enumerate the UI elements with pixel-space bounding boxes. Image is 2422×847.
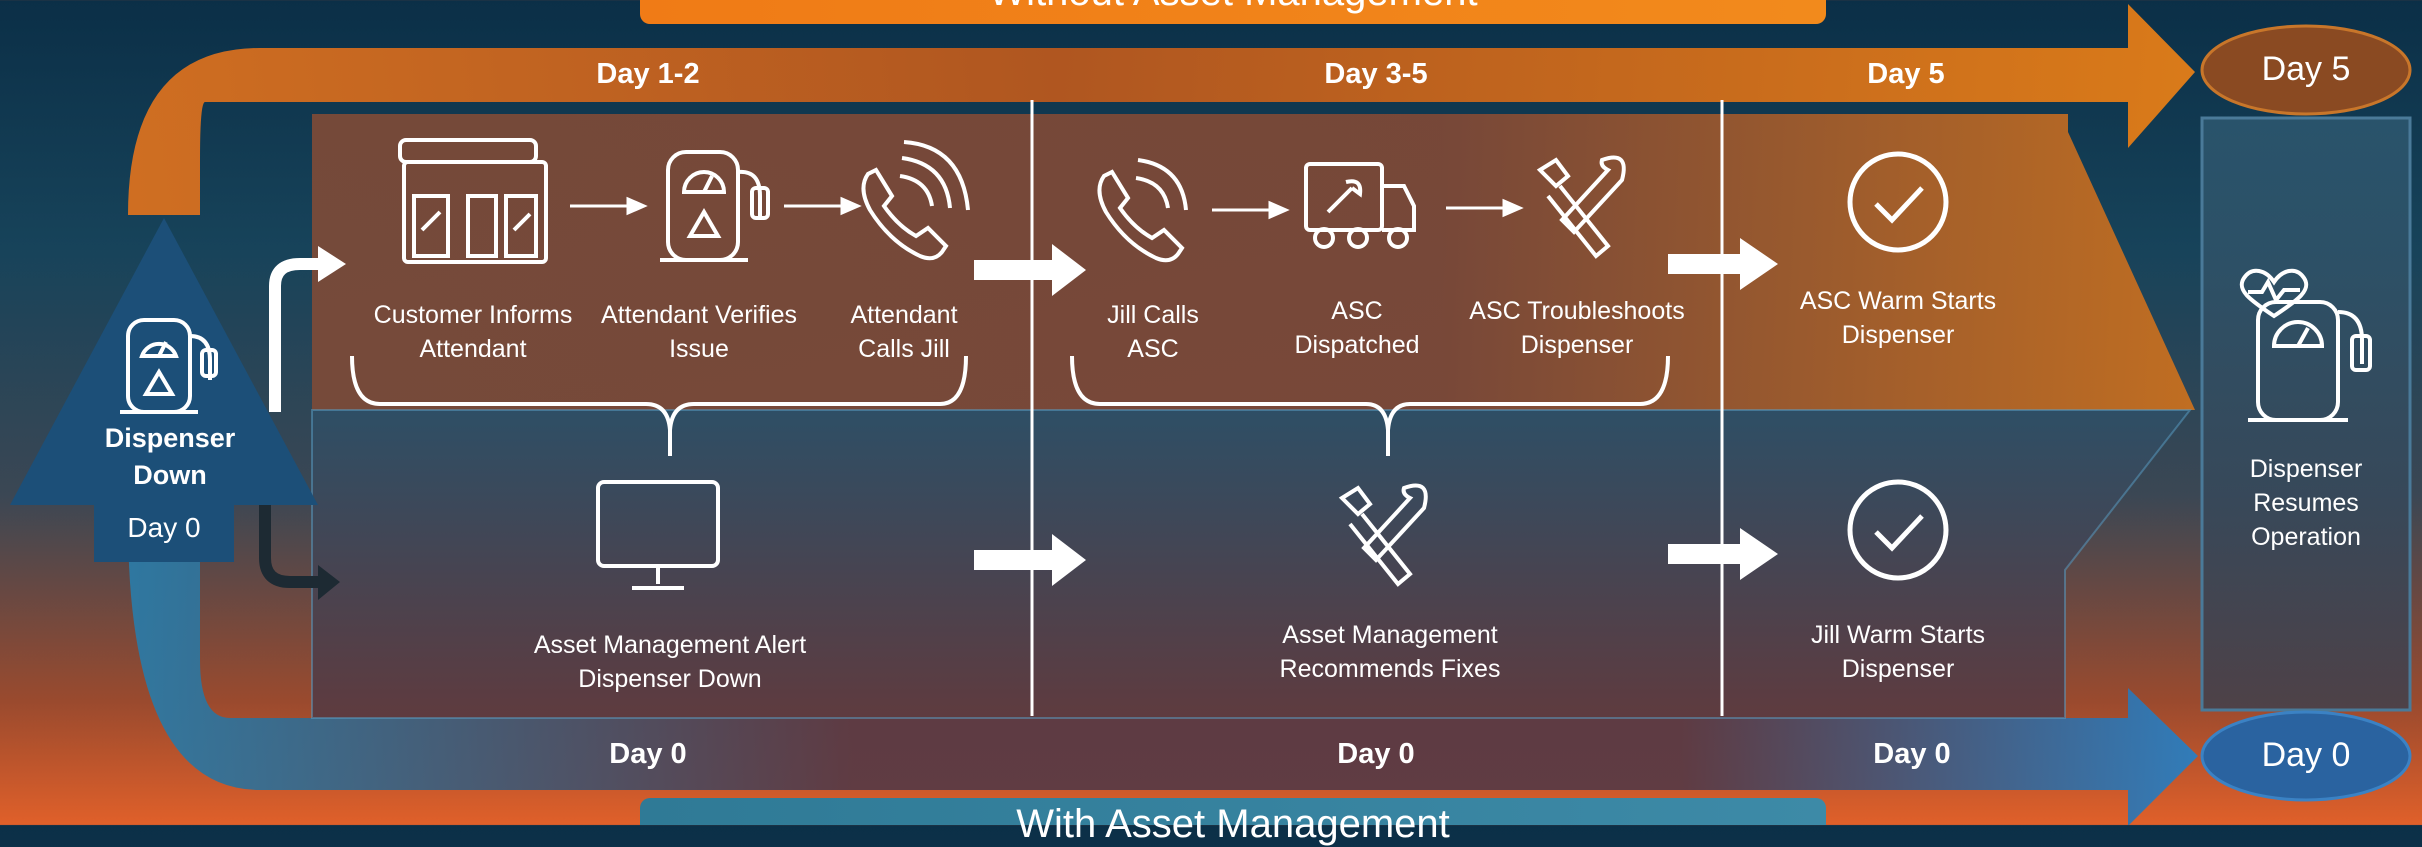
end-badge-bottom [2200, 710, 2412, 802]
top-phase-1-label: Day 1-2 [596, 58, 700, 90]
step-asset-management-recommends-fixes: Asset Management Recommends Fixes [1279, 621, 1501, 683]
step-asc-troubleshoots-dispenser: ASC Troubleshoots Dispenser [1469, 297, 1685, 359]
top-banner-box [640, 0, 1826, 24]
check-circle-icon [1847, 479, 1949, 581]
bottom-phase-1-label: Day 0 [609, 738, 687, 770]
step-asset-management-alert: Asset Management Alert Dispenser Down [533, 631, 807, 693]
step-asc-warm-starts-dispenser: ASC Warm Starts Dispenser [1799, 287, 1997, 349]
bottom-phase-2-label: Day 0 [1337, 738, 1415, 770]
start-day-label: Day 0 [127, 512, 201, 543]
step-jill-calls-asc: Jill Calls ASC [1107, 301, 1199, 363]
branch-arrowhead-bottom [318, 565, 340, 600]
tools-icon [1338, 483, 1428, 587]
bottom-track-arrow [128, 520, 2198, 825]
end-badge-top [2200, 24, 2412, 116]
end-column [2200, 116, 2412, 712]
branch-arrow-bottom [259, 505, 322, 588]
top-panel [312, 114, 2195, 410]
branch-arrowhead-top [318, 246, 346, 282]
fuel-pump-warning-icon [660, 150, 770, 262]
store-icon [398, 138, 548, 264]
start-title: Dispenser Down [104, 423, 236, 490]
step-arrow [784, 196, 862, 216]
step-attendant-calls-jill: Attendant Calls Jill [850, 301, 958, 363]
end-bottom-day-label: Day 0 [2261, 736, 2351, 774]
step-arrow [1446, 198, 1524, 218]
start-triangle [10, 218, 318, 505]
top-phase-2-label: Day 3-5 [1324, 58, 1428, 90]
service-truck-icon [1304, 162, 1416, 249]
step-attendant-verifies-issue: Attendant Verifies Issue [601, 301, 797, 363]
bottom-phase-3-label: Day 0 [1873, 738, 1951, 770]
monitor-icon [596, 480, 720, 590]
branch-arrow-top [269, 258, 322, 412]
step-arrow [570, 196, 648, 216]
end-status-label: Dispenser Resumes Operation [2249, 455, 2363, 551]
step-asc-dispatched: ASC Dispatched [1294, 297, 1420, 359]
top-banner-title: Without Asset Management [640, 0, 1826, 15]
phase-arrow-top-2 [1668, 238, 1778, 290]
top-phase-3-label: Day 5 [1867, 58, 1945, 90]
tools-icon [1536, 155, 1626, 259]
phase-arrow-bottom-1 [974, 534, 1086, 586]
phase-arrow-top-1 [974, 244, 1086, 296]
start-day-box [94, 496, 234, 562]
phase-arrow-bottom-2 [1668, 528, 1778, 580]
fuel-pump-warning-icon [120, 318, 218, 414]
step-jill-warm-starts-dispenser: Jill Warm Starts Dispenser [1810, 621, 1986, 683]
fuel-pump-heart-icon [2239, 268, 2372, 422]
step-customer-informs-attendant: Customer Informs Attendant [373, 301, 573, 363]
process-diagram [10, 0, 2412, 825]
brace-left [350, 355, 968, 456]
check-circle-icon [1847, 151, 1949, 253]
top-track-arrow [128, 4, 2195, 215]
end-top-day-label: Day 5 [2261, 50, 2351, 88]
step-arrow [1212, 200, 1290, 220]
phone-icon [861, 140, 970, 261]
phone-icon [1097, 158, 1188, 263]
bottom-banner-box [640, 798, 1826, 825]
brace-right [1070, 355, 1670, 456]
